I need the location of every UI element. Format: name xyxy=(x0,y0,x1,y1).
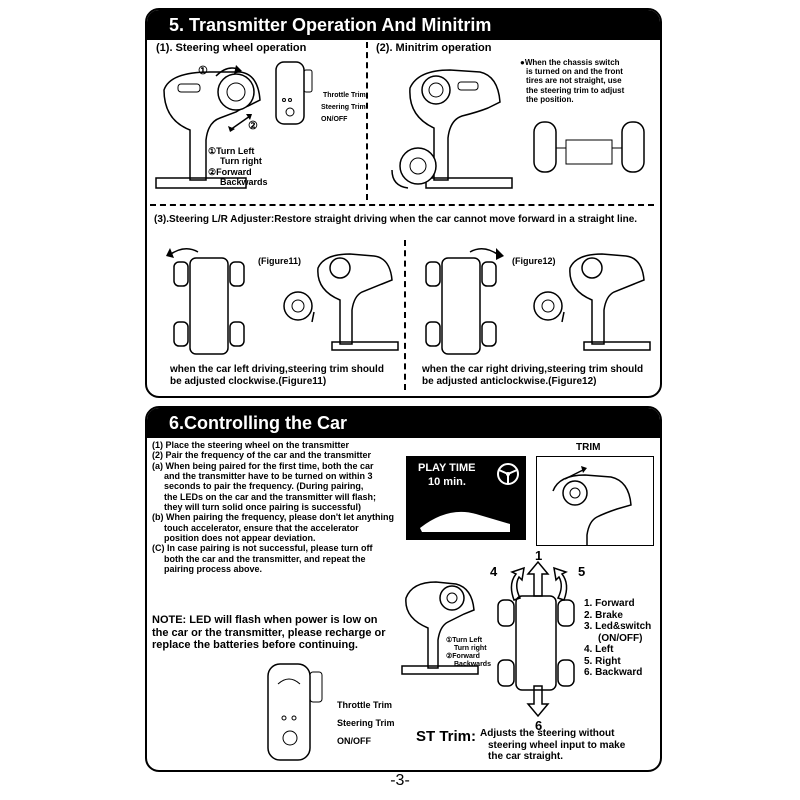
st-trim-label: ST Trim: xyxy=(416,728,477,745)
trim-label: TRIM xyxy=(576,442,601,453)
car-front-tires-illustration xyxy=(533,121,645,173)
steering-legend: ①Turn Left Turn right ②Forward Backwards xyxy=(208,146,268,188)
section-controlling-car: 6.Controlling the Car xyxy=(145,406,662,772)
small-steering-legend: ①Turn Left Turn right ②Forward Backwards xyxy=(446,637,491,669)
car-right-drift-illustration xyxy=(425,248,504,355)
transmitter-trim-illustration xyxy=(552,466,632,545)
transmitter-figure12-illustration xyxy=(569,253,651,351)
divider-horizontal xyxy=(150,204,654,206)
callout-1: ① xyxy=(198,65,208,77)
steering-heading: (1). Steering wheel operation xyxy=(156,42,307,54)
steering-wheel-icon xyxy=(497,463,519,485)
car-top-view-illustration xyxy=(497,595,575,691)
direction-number-1: 1 xyxy=(535,548,543,563)
push-pull-arrow-icon xyxy=(228,114,252,132)
transmitter-minitrim-illustration xyxy=(409,69,513,189)
pairing-steps: (1) Place the steering wheel on the tran… xyxy=(152,440,394,575)
adjuster-heading: (3).Steering L/R Adjuster:Restore straig… xyxy=(154,214,638,225)
direction-number-5: 5 xyxy=(578,564,586,579)
car-silhouette-icon xyxy=(420,511,510,532)
transmitter-illustration xyxy=(155,71,261,189)
play-time-label: PLAY TIME xyxy=(418,462,476,474)
transmitter-back-large-illustration xyxy=(267,663,323,761)
chassis-note: ●When the chassis switch is turned on an… xyxy=(520,58,625,104)
throttle-trim-label-large: Throttle Trim xyxy=(337,700,393,710)
minitrim-heading: (2). Minitrim operation xyxy=(376,42,492,54)
direction-arrows-icon xyxy=(510,560,568,718)
on-off-label-large: ON/OFF xyxy=(337,736,371,746)
caption-figure11: when the car left driving,steering trim … xyxy=(170,364,384,387)
on-off-label: ON/OFF xyxy=(321,116,348,123)
play-time-minutes: 10 min. xyxy=(428,476,466,488)
figure12-label: (Figure12) xyxy=(512,256,556,266)
rotate-arrow-icon xyxy=(215,65,242,77)
direction-number-6: 6 xyxy=(535,718,543,733)
trim-anticlockwise-icon xyxy=(533,291,565,323)
trim-clockwise-icon xyxy=(283,291,315,323)
section6-header: 6.Controlling the Car xyxy=(147,408,660,438)
transmitter-figure11-illustration xyxy=(317,253,399,351)
play-time-panel: PLAY TIME 10 min. xyxy=(406,456,526,540)
st-trim-description: Adjusts the steering without steering wh… xyxy=(480,728,626,762)
trim-panel xyxy=(536,456,654,546)
page-number: -3- xyxy=(390,772,410,789)
caption-figure12: when the car right driving,steering trim… xyxy=(422,364,644,387)
section5-header: 5. Transmitter Operation And Minitrim xyxy=(147,10,660,40)
direction-number-4: 4 xyxy=(490,564,498,579)
direction-legend: 1. Forward 2. Brake 3. Led&switch (ON/OF… xyxy=(584,598,652,678)
steering-trim-label-large: Steering Trim xyxy=(337,718,395,728)
transmitter-back-illustration xyxy=(275,61,313,125)
divider-vertical-bottom xyxy=(404,240,406,390)
steering-wheel-icon xyxy=(391,147,437,189)
divider-vertical-top xyxy=(366,42,368,200)
car-left-drift-illustration xyxy=(166,248,245,355)
transmitter-small-illustration xyxy=(401,581,479,675)
throttle-trim-label: Throttle Trim xyxy=(323,92,366,99)
callout-2: ② xyxy=(248,120,258,132)
steering-trim-label: Steering Trim xyxy=(321,104,366,111)
figure11-label: (Figure11) xyxy=(258,256,302,266)
section-transmitter-operation: 5. Transmitter Operation And Minitrim xyxy=(145,8,662,398)
battery-note: NOTE: LED will flash when power is low o… xyxy=(152,614,386,652)
